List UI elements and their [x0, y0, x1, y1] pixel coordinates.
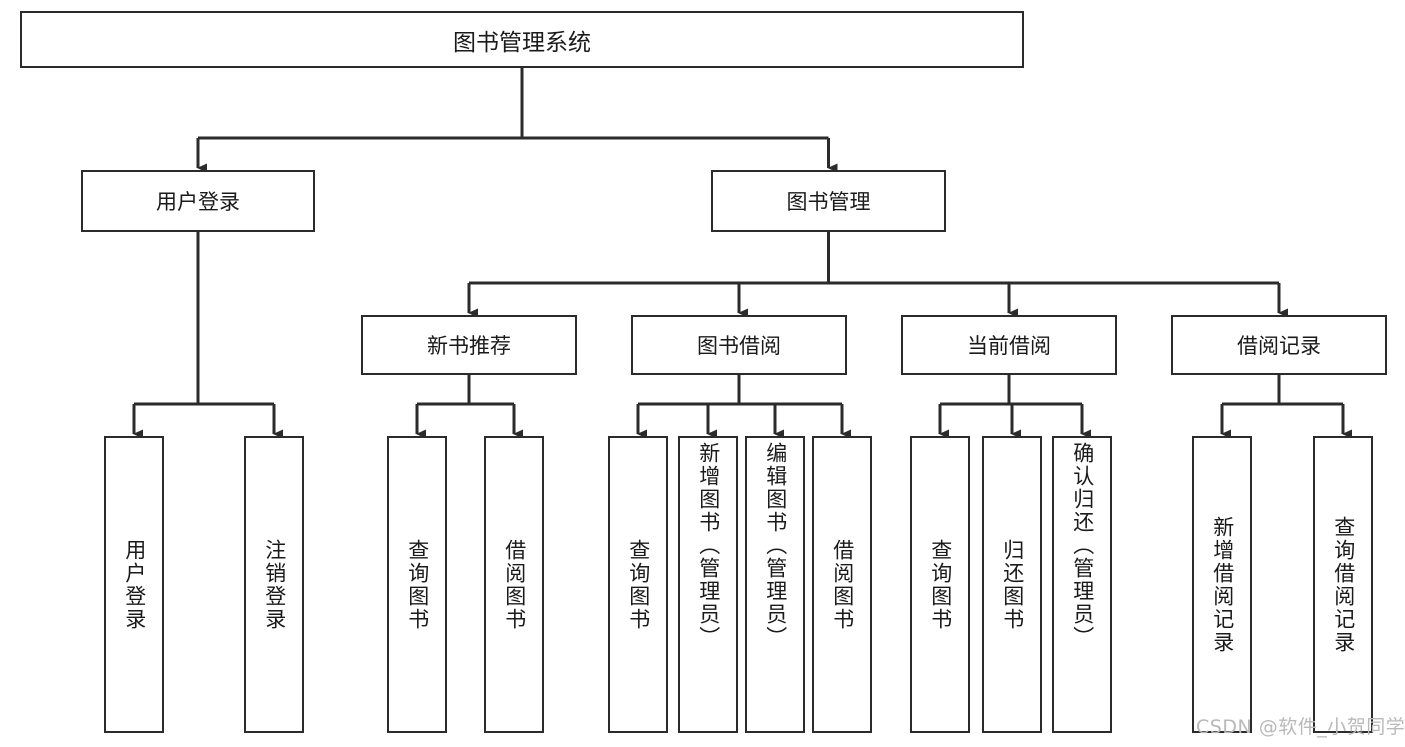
leaf-borrow-book-1[interactable]: 借阅图书: [484, 436, 544, 733]
leaf-borrow-book-2[interactable]: 借阅图书: [812, 436, 872, 733]
node-new-book-recommend-label: 新书推荐: [427, 334, 511, 358]
leaf-user-login[interactable]: 用户登录: [104, 436, 164, 733]
leaf-edit-book-admin[interactable]: 编辑图书（管理员）: [745, 436, 805, 733]
node-new-book-recommend[interactable]: 新书推荐: [361, 315, 577, 375]
node-current-borrow-label: 当前借阅: [967, 334, 1051, 358]
leaf-query-book-2-label: 查询图书: [626, 538, 651, 631]
node-borrow-record[interactable]: 借阅记录: [1171, 315, 1387, 375]
node-root[interactable]: 图书管理系统: [20, 11, 1024, 68]
leaf-borrow-book-2-label: 借阅图书: [830, 538, 855, 631]
node-book-manage-label: 图书管理: [786, 190, 871, 214]
leaf-query-book-3[interactable]: 查询图书: [910, 436, 970, 733]
node-book-borrow-label: 图书借阅: [697, 334, 781, 358]
leaf-add-borrow-record-label: 新增借阅记录: [1210, 515, 1235, 654]
node-user-login-label: 用户登录: [156, 190, 240, 214]
leaf-query-book-3-label: 查询图书: [928, 538, 953, 631]
leaf-confirm-return-admin-label: 确认归还（管理员）: [1070, 442, 1095, 649]
leaf-query-book-1[interactable]: 查询图书: [387, 436, 447, 733]
node-book-manage[interactable]: 图书管理: [711, 170, 946, 232]
leaf-return-book-label: 归还图书: [1000, 538, 1025, 631]
leaf-query-book-1-label: 查询图书: [405, 538, 430, 631]
node-user-login[interactable]: 用户登录: [81, 170, 315, 232]
node-book-borrow[interactable]: 图书借阅: [631, 315, 847, 375]
leaf-user-login-label: 用户登录: [122, 538, 147, 631]
leaf-user-logout-label: 注销登录: [262, 538, 287, 631]
node-root-label: 图书管理系统: [453, 29, 591, 56]
node-current-borrow[interactable]: 当前借阅: [901, 315, 1117, 375]
leaf-query-book-2[interactable]: 查询图书: [608, 436, 668, 733]
leaf-add-book-admin[interactable]: 新增图书（管理员）: [678, 436, 738, 733]
leaf-borrow-book-1-label: 借阅图书: [502, 538, 527, 631]
leaf-add-book-admin-label: 新增图书（管理员）: [696, 442, 721, 649]
leaf-edit-book-admin-label: 编辑图书（管理员）: [763, 442, 788, 649]
leaf-query-borrow-record-label: 查询借阅记录: [1331, 515, 1356, 654]
leaf-return-book[interactable]: 归还图书: [982, 436, 1042, 733]
leaf-add-borrow-record[interactable]: 新增借阅记录: [1192, 436, 1252, 733]
node-borrow-record-label: 借阅记录: [1237, 334, 1321, 358]
leaf-query-borrow-record[interactable]: 查询借阅记录: [1313, 436, 1373, 733]
leaf-user-logout[interactable]: 注销登录: [244, 436, 304, 733]
leaf-confirm-return-admin[interactable]: 确认归还（管理员）: [1052, 436, 1112, 733]
